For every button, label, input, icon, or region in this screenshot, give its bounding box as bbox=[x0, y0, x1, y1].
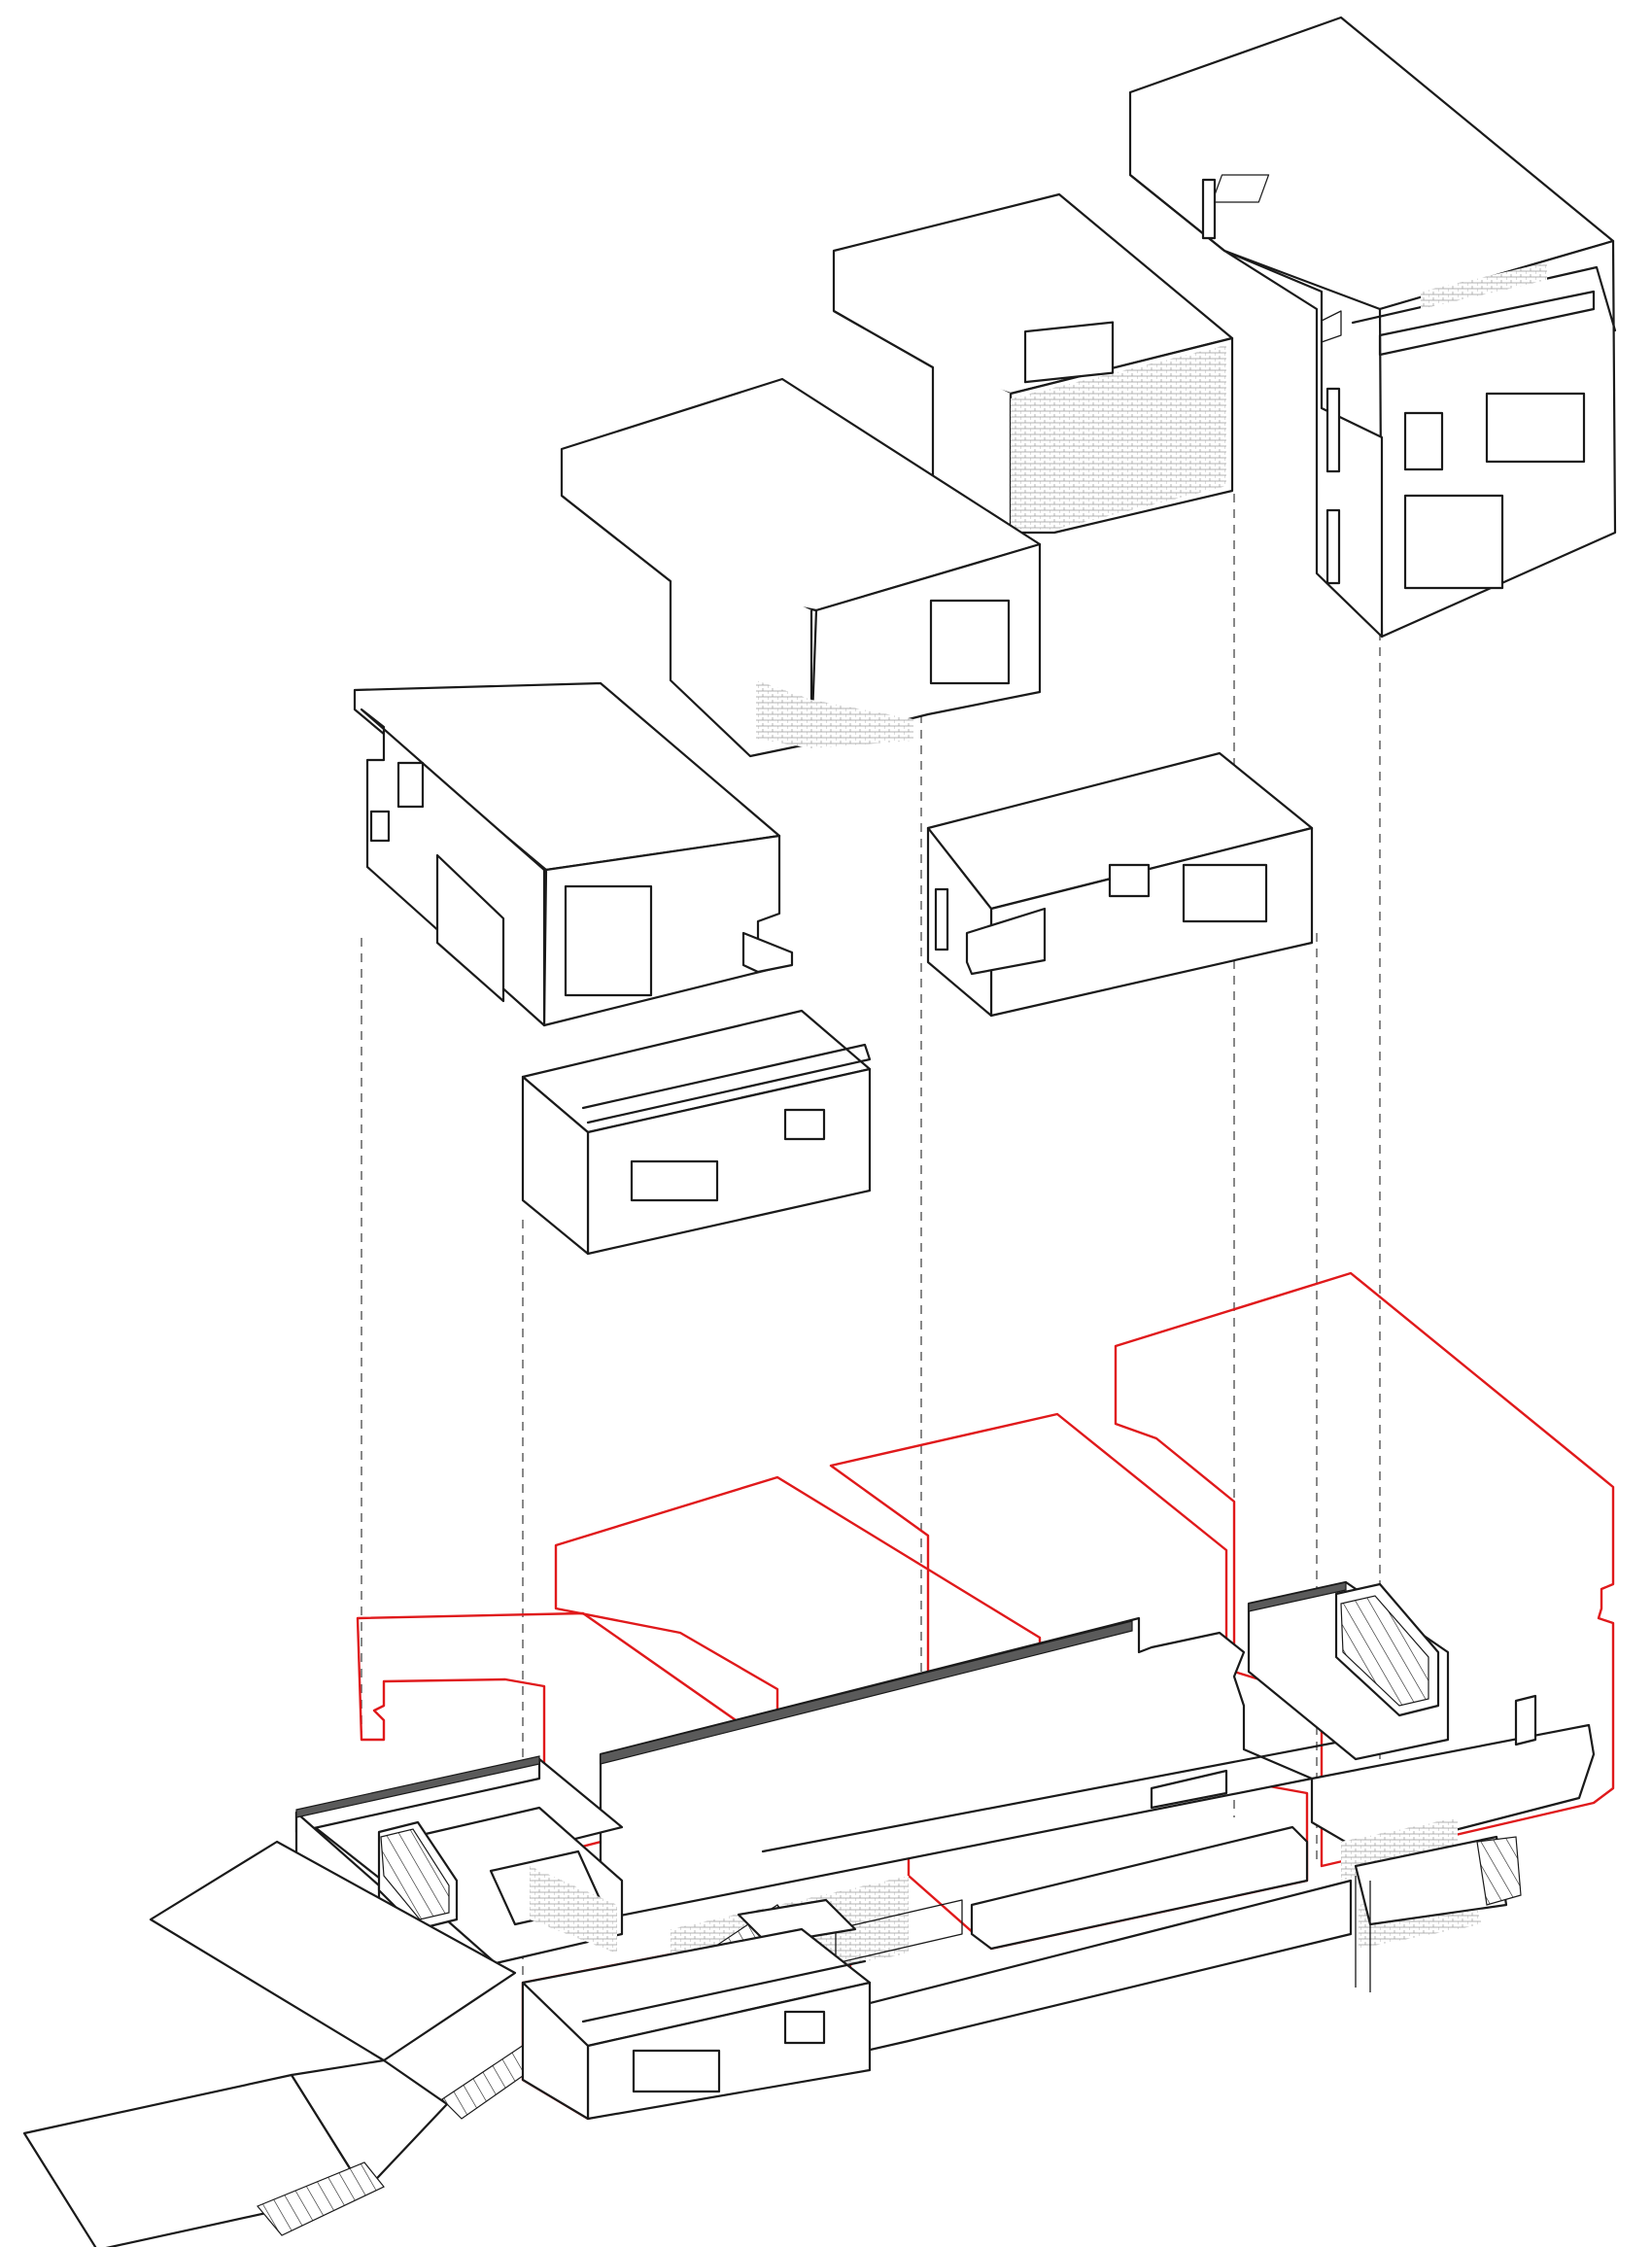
left-room-wall-cap bbox=[295, 1755, 540, 1818]
tower-canopy bbox=[1378, 290, 1596, 357]
tower-brick-strip bbox=[1421, 262, 1547, 309]
mid-right-slit bbox=[934, 887, 949, 951]
tower-window-1 bbox=[1403, 411, 1444, 471]
volume-middle-small-box bbox=[521, 1009, 872, 1256]
volume-upper-middle bbox=[832, 192, 1234, 535]
tower-slit-2 bbox=[1325, 508, 1341, 585]
tower-window-3 bbox=[1403, 494, 1504, 590]
terrace-inner-edge bbox=[761, 1738, 1353, 1853]
volume-middle-left-house bbox=[353, 681, 794, 1027]
left-room-brick bbox=[530, 1866, 617, 1953]
mid-left-window-1 bbox=[396, 761, 425, 809]
ground-box-parapet bbox=[581, 1959, 867, 2023]
right-ground-post bbox=[1514, 1694, 1537, 1746]
right-stairs bbox=[1340, 1595, 1429, 1707]
front-stairs-2 bbox=[257, 2161, 385, 2236]
tower-ledge bbox=[1321, 310, 1342, 343]
mid-right-window-2 bbox=[1182, 863, 1268, 923]
ground-box-window-2 bbox=[783, 2010, 826, 2045]
mid-left-balcony bbox=[741, 931, 794, 974]
tower-slit-3 bbox=[1201, 178, 1217, 240]
small-box-parapet bbox=[581, 1043, 872, 1124]
tower-window-2 bbox=[1485, 392, 1586, 464]
right-base-stairs bbox=[1476, 1836, 1522, 1906]
ground-box-window-1 bbox=[632, 2049, 721, 2093]
front-deck-upper bbox=[149, 1840, 517, 2062]
small-box-window-2 bbox=[783, 1108, 826, 1141]
right-ground-cap bbox=[1248, 1581, 1347, 1612]
mid-left-window-3 bbox=[435, 853, 505, 1003]
ground-level bbox=[22, 1580, 1596, 2247]
terrace-planter bbox=[970, 1825, 1309, 1951]
footprint-tower bbox=[1114, 1271, 1615, 1868]
front-stair-landing bbox=[737, 1898, 857, 1946]
volume-top-right-tower bbox=[1128, 16, 1617, 639]
back-wall bbox=[599, 1616, 1314, 1921]
small-box-window-1 bbox=[630, 1159, 719, 1202]
right-ground-long bbox=[1310, 1723, 1596, 1858]
left-stairs bbox=[380, 1828, 450, 1920]
mid-right-window-1 bbox=[1108, 863, 1151, 898]
upper-middle-opening bbox=[1023, 321, 1115, 384]
back-wall-cap bbox=[600, 1620, 1133, 1765]
volume-upper-left bbox=[560, 377, 1042, 758]
volume-middle-right-box bbox=[926, 751, 1314, 1018]
terrace-bench bbox=[1150, 1769, 1228, 1810]
right-base-wall bbox=[1354, 1835, 1508, 1926]
upper-middle-brick bbox=[1011, 345, 1226, 530]
tower-skylight bbox=[1211, 174, 1270, 203]
mid-left-window-2 bbox=[369, 810, 391, 843]
upper-left-brick bbox=[756, 680, 913, 748]
mid-right-balcony bbox=[965, 907, 1047, 976]
terrace-step bbox=[835, 1899, 963, 1964]
tower-slit-1 bbox=[1325, 387, 1341, 473]
mid-left-window-4 bbox=[564, 884, 653, 997]
upper-left-window bbox=[929, 599, 1011, 685]
ground-box-side bbox=[521, 1981, 590, 2121]
small-box-side bbox=[521, 1075, 590, 1256]
